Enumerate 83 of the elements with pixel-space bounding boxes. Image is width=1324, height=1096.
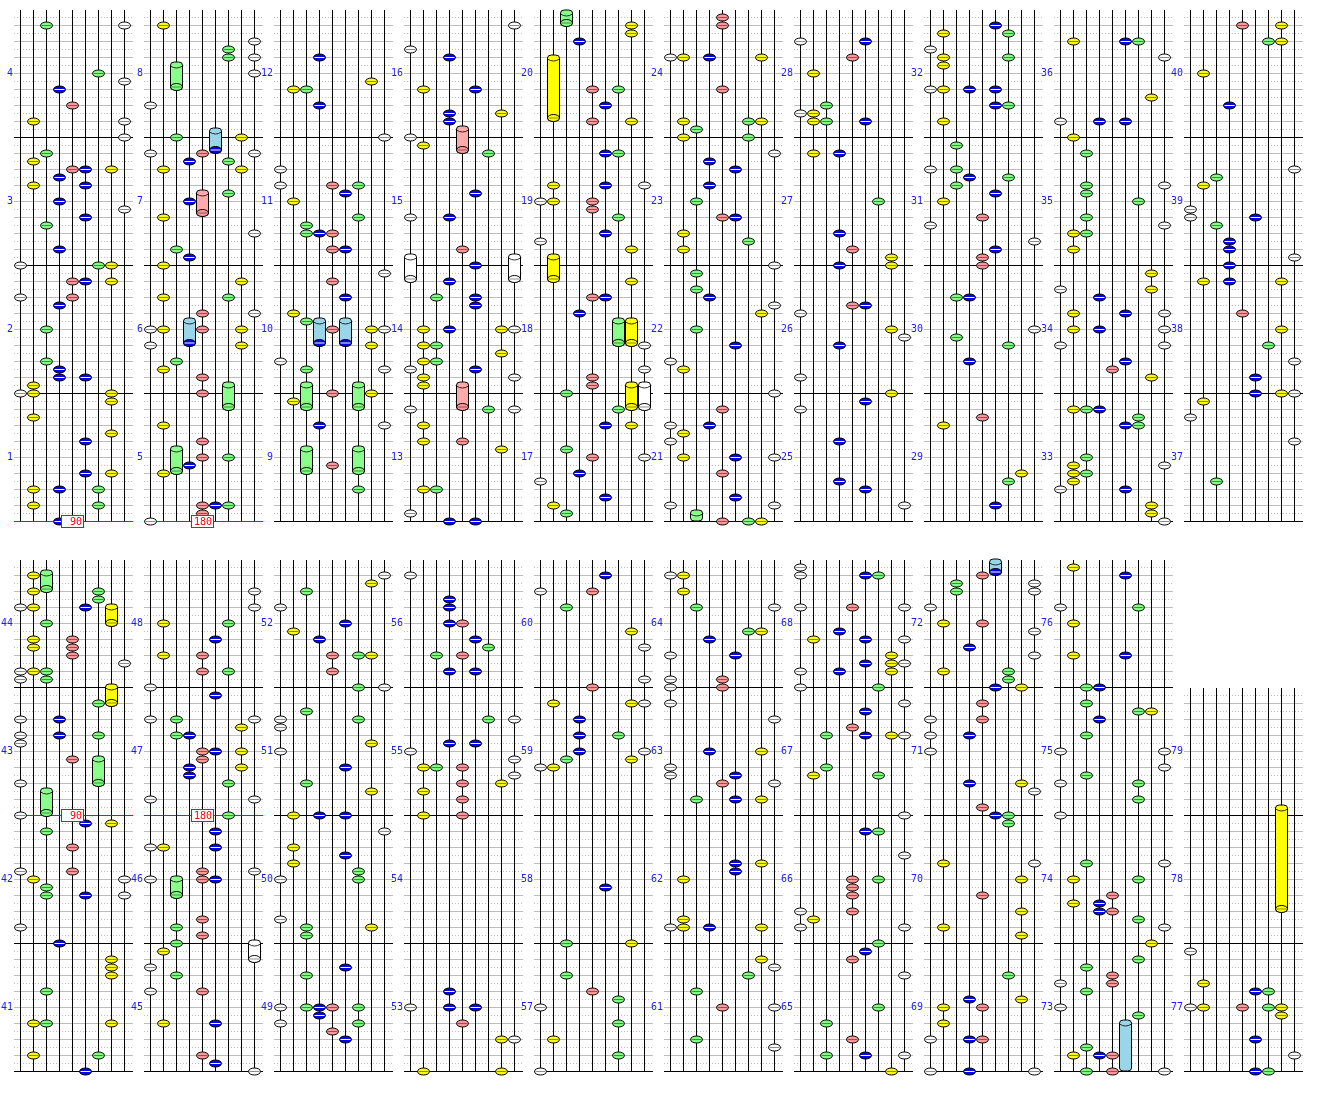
measure-number: 72 — [910, 617, 923, 629]
measure-number: 77 — [1170, 1001, 1183, 1013]
measure-number: 2 — [5, 323, 13, 335]
measure-number: 63 — [650, 745, 663, 757]
measure-number: 37 — [1170, 451, 1183, 463]
measure-number: 16 — [390, 67, 403, 79]
measure-number: 18 — [520, 323, 533, 335]
measure-number: 31 — [910, 195, 923, 207]
measure-number: 62 — [650, 873, 663, 885]
measure-number: 27 — [780, 195, 793, 207]
measure-number: 73 — [1040, 1001, 1053, 1013]
measure-number: 67 — [780, 745, 793, 757]
measure-number: 39 — [1170, 195, 1183, 207]
measure-number: 20 — [520, 67, 533, 79]
measure-number: 78 — [1170, 873, 1183, 885]
measure-number: 50 — [260, 873, 273, 885]
measure-number: 34 — [1040, 323, 1053, 335]
measure-number: 30 — [910, 323, 923, 335]
measure-number: 46 — [130, 873, 143, 885]
measure-number: 38 — [1170, 323, 1183, 335]
measure-number: 66 — [780, 873, 793, 885]
measure-number: 68 — [780, 617, 793, 629]
measure-number: 57 — [520, 1001, 533, 1013]
measure-number: 10 — [260, 323, 273, 335]
measure-number: 4 — [5, 67, 13, 79]
measure-number: 65 — [780, 1001, 793, 1013]
measure-number: 15 — [390, 195, 403, 207]
measure-number: 3 — [5, 195, 13, 207]
measure-number: 79 — [1170, 745, 1183, 757]
measure-number: 22 — [650, 323, 663, 335]
measure-number: 41 — [0, 1001, 13, 1013]
measure-number: 1 — [5, 451, 13, 463]
measure-number: 8 — [135, 67, 143, 79]
measure-number: 59 — [520, 745, 533, 757]
measure-number: 23 — [650, 195, 663, 207]
measure-number: 75 — [1040, 745, 1053, 757]
measure-number: 45 — [130, 1001, 143, 1013]
measure-number: 12 — [260, 67, 273, 79]
measure-number: 53 — [390, 1001, 403, 1013]
measure-number: 48 — [130, 617, 143, 629]
measure-number: 54 — [390, 873, 403, 885]
measure-number: 21 — [650, 451, 663, 463]
tempo-marker: 90 — [61, 809, 84, 822]
measure-number: 52 — [260, 617, 273, 629]
measure-number: 76 — [1040, 617, 1053, 629]
measure-number: 56 — [390, 617, 403, 629]
measure-number: 6 — [135, 323, 143, 335]
measure-number: 35 — [1040, 195, 1053, 207]
measure-number: 36 — [1040, 67, 1053, 79]
measure-number: 33 — [1040, 451, 1053, 463]
measure-number: 61 — [650, 1001, 663, 1013]
measure-number: 29 — [910, 451, 923, 463]
measure-number: 28 — [780, 67, 793, 79]
measure-number: 19 — [520, 195, 533, 207]
measure-number: 64 — [650, 617, 663, 629]
tempo-marker: 180 — [191, 515, 214, 528]
measure-number: 49 — [260, 1001, 273, 1013]
measure-number: 32 — [910, 67, 923, 79]
measure-number: 71 — [910, 745, 923, 757]
measure-number: 40 — [1170, 67, 1183, 79]
measure-number: 60 — [520, 617, 533, 629]
measure-number: 26 — [780, 323, 793, 335]
tempo-marker: 90 — [61, 515, 84, 528]
measure-number: 17 — [520, 451, 533, 463]
tempo-marker: 180 — [191, 809, 214, 822]
measure-number: 47 — [130, 745, 143, 757]
measure-number: 44 — [0, 617, 13, 629]
measure-number: 55 — [390, 745, 403, 757]
measure-number: 42 — [0, 873, 13, 885]
measure-number: 11 — [260, 195, 273, 207]
measure-number: 13 — [390, 451, 403, 463]
measure-number: 7 — [135, 195, 143, 207]
measure-number: 51 — [260, 745, 273, 757]
measure-number: 58 — [520, 873, 533, 885]
measure-number: 5 — [135, 451, 143, 463]
measure-number: 9 — [265, 451, 273, 463]
measure-number: 24 — [650, 67, 663, 79]
measure-number: 69 — [910, 1001, 923, 1013]
measure-number: 43 — [0, 745, 13, 757]
measure-number: 70 — [910, 873, 923, 885]
measure-number: 25 — [780, 451, 793, 463]
measure-number: 14 — [390, 323, 403, 335]
measure-number: 74 — [1040, 873, 1053, 885]
